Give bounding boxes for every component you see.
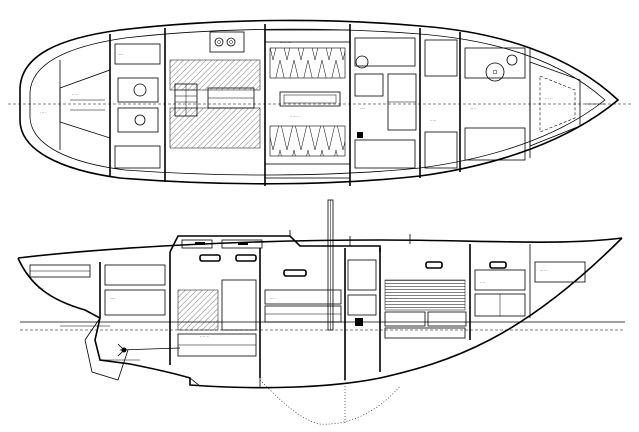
profile-engine [177,289,219,331]
profile-stanchions [289,230,411,246]
profile-keel [189,377,261,389]
plan-settee-port [269,47,346,79]
profile-coachroof [169,235,381,253]
profile-berth [384,279,466,311]
profile-sweep-arc [259,379,401,425]
svg-text:·· ·· ··: ·· ·· ·· [200,335,209,339]
plan-stove-icon [209,31,245,53]
svg-text:··· ··: ··· ·· [270,297,276,301]
svg-text:·· · ··: ·· · ·· [545,97,553,101]
profile-sheer [17,237,623,259]
profile-labels: ·· ··· ····· ·· ·· ·· ··· ·· ·· ···· ·· … [38,269,548,339]
plan-cockpit-outline [529,61,581,147]
profile-bulkheads [99,244,531,380]
svg-text:·· ···· ·: ·· ···· · [290,115,300,119]
svg-text:·· ···: ·· ··· [72,93,78,97]
svg-text:·· ··: ·· ·· [480,281,485,285]
plan-dinette-table [279,91,341,107]
plan-wheel-icon [485,62,505,82]
svg-text:·· ···: ·· ··· [38,287,44,291]
profile-view: ·· ··· ····· ·· ·· ·· ··· ·· ·· ···· ·· … [17,199,625,425]
svg-text:··· ·· ···: ··· ·· ··· [280,41,291,45]
plan-saloon-sole [169,59,261,91]
profile-hull-bottom [17,237,623,389]
svg-text:·· ····: ·· ···· [390,297,398,301]
svg-text:·· ···: ·· ··· [430,119,436,123]
plan-v-berth [59,43,161,169]
svg-text:··· ··: ··· ·· [470,107,476,111]
plan-sheer-inner [29,28,606,176]
plan-companion-steps [174,83,198,117]
svg-text:··· ···: ··· ··· [540,269,548,273]
profile-prop-shaft [119,347,181,351]
plan-labels: · ·· · ·· ··· ····· ··· ·· ··· ·· ···· ·… [40,41,553,123]
plan-hull-outline [19,19,620,185]
profile-portlights [199,254,507,277]
svg-text:·····: ····· [118,53,123,57]
profile-rudder [84,317,129,381]
plan-sink-icon [354,55,384,138]
svg-text:· ·· ·: · ·· · [40,111,46,115]
plan-settee-stbd [269,125,346,157]
svg-text:·····: ····· [110,297,115,301]
plan-view: · ·· · ·· ··· ····· ··· ·· ··· ·· ···· ·… [8,19,632,186]
svg-text:·····: ····· [360,107,365,111]
